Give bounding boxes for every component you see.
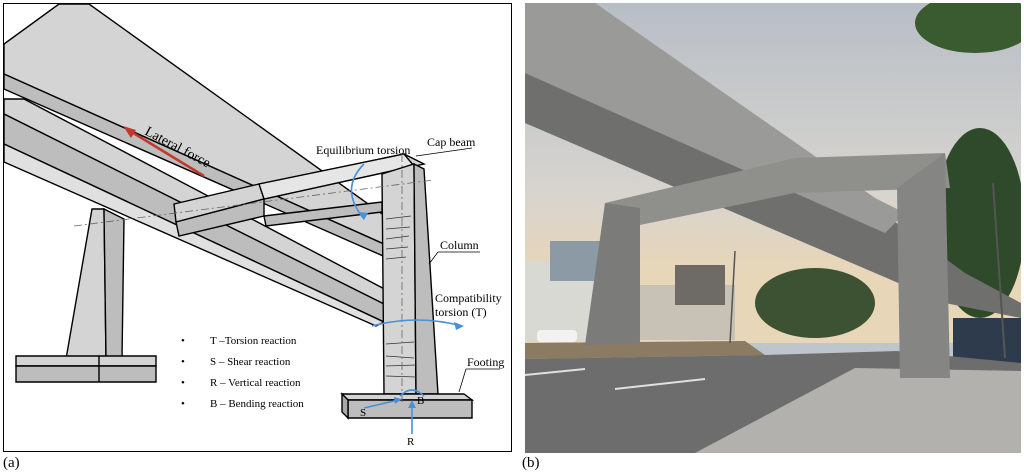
reaction-legend: • T –Torsion reaction • S – Shear reacti…: [181, 335, 304, 410]
shear-arrowhead: [394, 397, 402, 404]
car: [537, 330, 577, 342]
label-column: Column: [440, 238, 479, 252]
label-footing: Footing: [467, 355, 504, 369]
grass-median: [525, 341, 765, 359]
label-compatibility-torsion-1: Compatibility: [435, 291, 502, 305]
label-cap-beam: Cap beam: [427, 135, 476, 149]
right-footing-top: [340, 393, 475, 401]
leader-footing: [458, 368, 467, 393]
legend-item-vertical: R – Vertical reaction: [210, 377, 301, 389]
label-b: B: [417, 395, 424, 407]
trees-mid: [755, 268, 875, 338]
right-footing-side: [341, 392, 349, 420]
centerline: [73, 179, 435, 227]
diagram-panel-a: Lateral force Equilibrium torsion Cap be…: [3, 3, 512, 452]
tree-top-right: [915, 3, 1021, 53]
legend-item-torsion: T –Torsion reaction: [210, 335, 297, 347]
sidewalk: [695, 368, 1021, 453]
label-compatibility-torsion-2: torsion (T): [435, 305, 487, 319]
label-r: R: [407, 436, 415, 448]
equilibrium-torsion-arrowhead: [358, 212, 368, 220]
legend-item-shear: S – Shear reaction: [210, 356, 291, 368]
photo-panel-b: [525, 3, 1021, 453]
girder-lower-face: [4, 143, 386, 327]
figure-label-b: (b): [522, 455, 540, 471]
bent-structure-diagram: Lateral force Equilibrium torsion Cap be…: [4, 4, 504, 448]
fence: [953, 318, 1021, 363]
shear-arrow: [363, 399, 399, 409]
label-s: S: [360, 407, 366, 419]
lane-marking: [614, 378, 706, 390]
leader-column: [428, 251, 439, 265]
leader-cap-beam: [415, 147, 473, 157]
right-column-front: [381, 163, 417, 395]
right-footing-front: [347, 399, 473, 419]
figure-label-a: (a): [3, 455, 20, 471]
lane-marking: [525, 368, 586, 376]
compatibility-torsion-arrowhead: [454, 322, 464, 330]
lamp-post: [729, 250, 736, 344]
legend-item-bending: B – Bending reaction: [210, 398, 304, 410]
lateral-force-arrow: [129, 129, 205, 178]
pier-cap-beam: [605, 153, 950, 228]
pier-column-left: [585, 203, 640, 345]
legend-bullet: •: [181, 335, 185, 347]
right-column-side: [413, 162, 439, 395]
vertical-reaction-arrowhead: [408, 400, 416, 408]
legend-bullet: •: [181, 377, 185, 389]
lateral-force-arrowhead: [123, 126, 136, 138]
legend-bullet: •: [181, 398, 185, 410]
pier-column-right: [897, 153, 950, 378]
building-tall: [675, 265, 725, 305]
right-column: [381, 162, 439, 395]
lamp-post: [992, 182, 1006, 359]
left-column-side: [103, 207, 125, 360]
label-equilibrium-torsion: Equilibrium torsion: [316, 143, 410, 157]
bending-arrow: [399, 389, 425, 397]
left-column-front: [65, 208, 107, 360]
crack-lines: [385, 215, 417, 378]
left-footing-top: [15, 355, 157, 367]
left-bent: [15, 207, 157, 383]
compatibility-torsion-arrow: [371, 319, 463, 327]
guideway-photo: [525, 3, 1021, 453]
left-footing-front: [15, 365, 157, 383]
legend-bullet: •: [181, 356, 185, 368]
